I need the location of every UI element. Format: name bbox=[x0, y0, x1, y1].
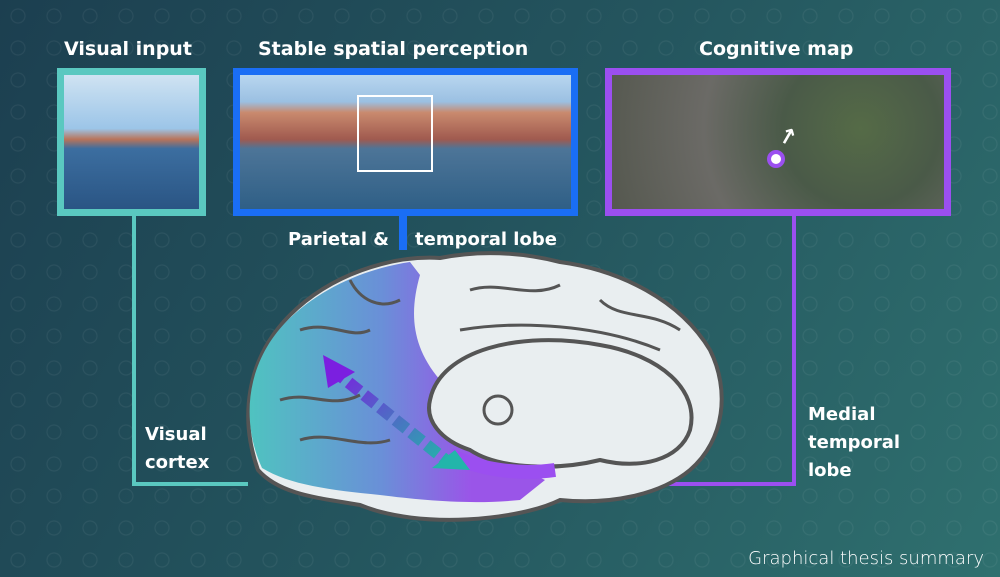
inner-brain-structure bbox=[427, 338, 694, 469]
footer-caption: Graphical thesis summary bbox=[748, 548, 984, 569]
visual-cortex-label-2: cortex bbox=[145, 452, 210, 473]
medial-label-2: temporal bbox=[808, 432, 901, 453]
medial-label-1: Medial bbox=[808, 404, 876, 425]
thalamus bbox=[482, 394, 514, 426]
visual-connector bbox=[132, 215, 248, 486]
aerial-map-photo: ↑ bbox=[605, 68, 951, 216]
visual-cortex-label-1: Visual bbox=[145, 424, 207, 445]
medial-label-3: lobe bbox=[808, 460, 852, 481]
brain-folds bbox=[279, 279, 681, 445]
field-of-view-box bbox=[357, 95, 433, 172]
arrow-head-down-icon bbox=[432, 450, 470, 470]
visual-input-photo bbox=[57, 68, 206, 216]
stable-perception-title: Stable spatial perception bbox=[258, 38, 529, 60]
arrow-head-up-icon bbox=[323, 355, 355, 388]
temporal-lobe-label: temporal lobe bbox=[415, 229, 557, 250]
visual-input-title: Visual input bbox=[64, 38, 192, 60]
heading-arrow-icon: ↑ bbox=[772, 122, 802, 153]
brain-illustration bbox=[246, 251, 724, 522]
location-marker-icon bbox=[767, 150, 785, 168]
cognitive-map-title: Cognitive map bbox=[699, 38, 854, 60]
panorama-photo bbox=[233, 68, 578, 216]
dashed-arrow-shaft bbox=[329, 365, 452, 467]
parietal-label: Parietal & bbox=[288, 229, 389, 250]
